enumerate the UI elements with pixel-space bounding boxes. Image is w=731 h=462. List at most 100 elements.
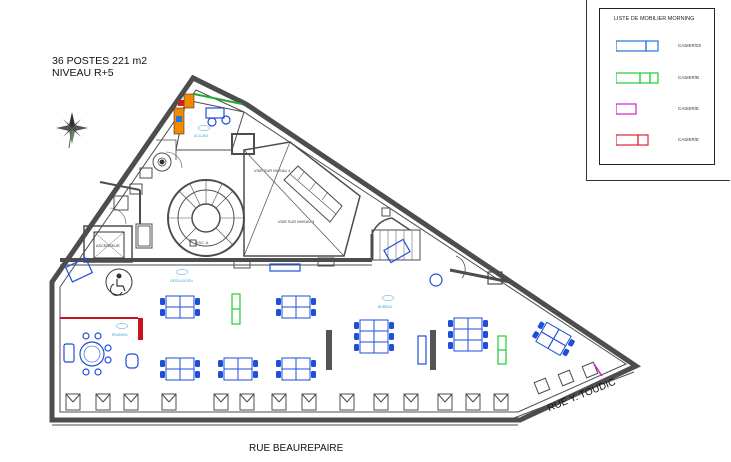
desk [295, 295, 311, 308]
chair [195, 309, 200, 316]
chair [195, 360, 200, 367]
desk-clusters [160, 295, 575, 381]
window-bay [65, 393, 81, 411]
chair [389, 333, 394, 340]
window-swing [161, 393, 170, 403]
locker-stack [173, 93, 243, 135]
locker-red-icon [615, 134, 649, 146]
desk-cluster [276, 295, 316, 319]
locker-blue-icon [615, 40, 659, 52]
chair [253, 371, 258, 378]
window-swing [123, 393, 132, 403]
window-bay [557, 369, 575, 387]
desk [467, 339, 483, 352]
chair [160, 309, 165, 316]
chair [311, 309, 316, 316]
storage-units [231, 293, 603, 377]
desk [373, 319, 389, 332]
chair [276, 309, 281, 316]
window-bay [95, 393, 111, 411]
room-label-vide-4: VIDE SUR NIVEAU 4 [254, 169, 290, 173]
window-bay [123, 393, 139, 411]
locker-green-icon [615, 72, 659, 84]
room-label-accueil: ACCUEIL [194, 134, 209, 138]
chair [483, 342, 488, 349]
street-label-bottom: RUE BEAUREPAIRE [249, 443, 344, 454]
plan-title: 36 POSTES 221 m2 [52, 55, 148, 67]
window-swing [339, 393, 348, 403]
chair [218, 360, 223, 367]
window-swing [346, 393, 355, 403]
chair [483, 320, 488, 327]
window-swing [301, 393, 310, 403]
chair [311, 298, 316, 305]
window-bay [339, 393, 355, 411]
chair [253, 360, 258, 367]
window-swing [410, 393, 419, 403]
desk-cluster [276, 357, 316, 381]
window-bay [403, 393, 419, 411]
spiral-staircase [167, 179, 245, 257]
desk [281, 306, 297, 319]
window-bay [239, 393, 255, 411]
chair [448, 342, 453, 349]
window-bay [373, 393, 389, 411]
window-swing [102, 393, 111, 403]
chair [562, 348, 570, 357]
legend-row-casier-e-magenta: CASIER/E [615, 102, 712, 116]
window-swing [213, 393, 222, 403]
void-area [231, 133, 361, 257]
window-bay [301, 393, 317, 411]
chair [532, 331, 539, 339]
window-swing [220, 393, 229, 403]
legend-row-casier-e-red: CASIER/E [615, 133, 712, 147]
window-swing [500, 393, 509, 403]
desk [165, 295, 181, 308]
plan-level: NIVEAU R+5 [52, 67, 114, 79]
chair [483, 331, 488, 338]
desk [165, 306, 181, 319]
room-label-reunion: REUNION [112, 333, 128, 337]
desk [281, 295, 297, 308]
desk [223, 368, 239, 381]
window-swing [472, 393, 481, 403]
compass-icon [56, 112, 88, 149]
desk [453, 328, 469, 341]
chair [568, 339, 575, 347]
desk [179, 357, 195, 370]
window-swing [65, 393, 74, 403]
desk [359, 330, 375, 343]
legend-label: CASIER/E [678, 106, 700, 111]
desk-cluster [354, 319, 394, 354]
furniture-legend: LISTE DE MOBILIER MORNING CASIER/03 CASI… [586, 0, 730, 181]
chair [354, 333, 359, 340]
window-swing [493, 393, 502, 403]
chair [537, 321, 545, 330]
window-swing [437, 393, 446, 403]
interior-walls [60, 181, 511, 370]
room-label-vide-3: VIDE SUR NIVEAU 3 [278, 220, 314, 224]
desk [547, 338, 567, 357]
window-bay [465, 393, 481, 411]
window-bay [533, 377, 551, 395]
window-swing [308, 393, 317, 403]
desk [223, 357, 239, 370]
chair [448, 331, 453, 338]
chair [160, 298, 165, 305]
reception-desk [64, 107, 443, 287]
chair [311, 360, 316, 367]
meeting-table [63, 332, 139, 376]
desk [237, 357, 253, 370]
room-label-esc: ESC. A [196, 241, 209, 245]
window-swing [95, 393, 104, 403]
desk [359, 341, 375, 354]
desk [179, 306, 195, 319]
desk [295, 368, 311, 381]
chair [389, 344, 394, 351]
window-swing [168, 393, 177, 403]
window-swing [271, 393, 280, 403]
chair [448, 320, 453, 327]
desk [165, 368, 181, 381]
legend-label: CASIER/E [678, 137, 700, 142]
window-swing [278, 393, 287, 403]
